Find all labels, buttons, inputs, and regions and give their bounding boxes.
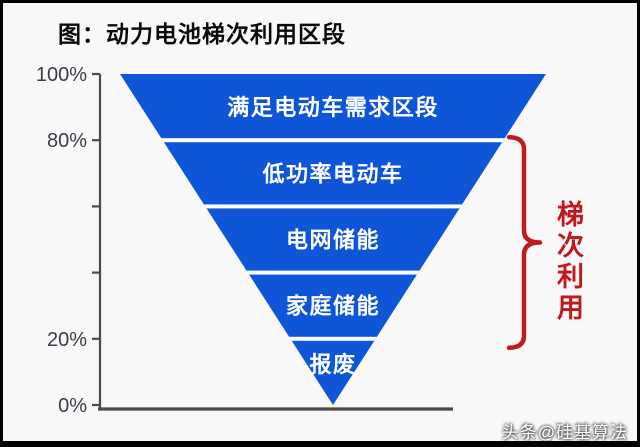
funnel-segment-label: 低功率电动车: [261, 161, 403, 186]
funnel-body: [120, 74, 546, 405]
funnel-segment-label: 电网储能: [286, 228, 380, 253]
y-axis-tick-label: 80%: [47, 130, 87, 152]
echelon-brace: [506, 134, 543, 351]
funnel-separator: [120, 138, 546, 143]
funnel-separator: [120, 204, 546, 209]
funnel-separator: [120, 270, 546, 275]
funnel-segment-label: 家庭储能: [286, 294, 380, 319]
funnel-segment-label: 满足电动车需求区段: [227, 95, 439, 120]
chart-title: 图：动力电池梯次利用区段: [58, 21, 346, 47]
annotation-echelon-use: 梯次利用: [553, 200, 583, 324]
funnel-separator: [120, 336, 546, 341]
y-axis-tick-label: 20%: [47, 329, 87, 351]
funnel-segment-label: 报废: [309, 352, 356, 377]
watermark: 头条@硅基算法: [501, 423, 628, 442]
y-axis-tick-label: 100%: [36, 64, 87, 86]
y-axis-tick-label: 0%: [58, 395, 87, 417]
